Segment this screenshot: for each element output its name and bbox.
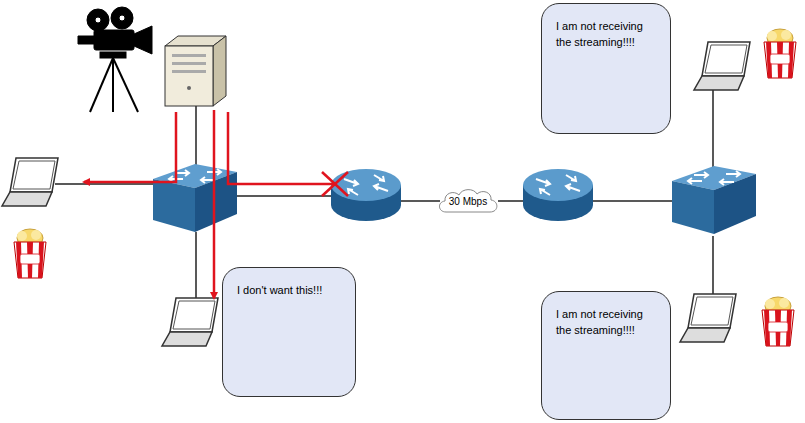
camera [78,7,152,112]
bandwidth-label: 30 Mbps [449,196,487,207]
speech-callout: I am not receiving the streaming!!!! [541,3,671,134]
wan-cloud: 30 Mbps [436,186,500,216]
speech-callout: I am not receiving the streaming!!!! [541,291,671,420]
speech-callout: I don't want this!!! [222,267,356,397]
callout-text: I am not receiving the streaming!!!! [556,306,656,338]
callout-text: I am not receiving the streaming!!!! [556,18,656,50]
server [165,36,226,106]
callout-text: I don't want this!!! [237,282,341,298]
